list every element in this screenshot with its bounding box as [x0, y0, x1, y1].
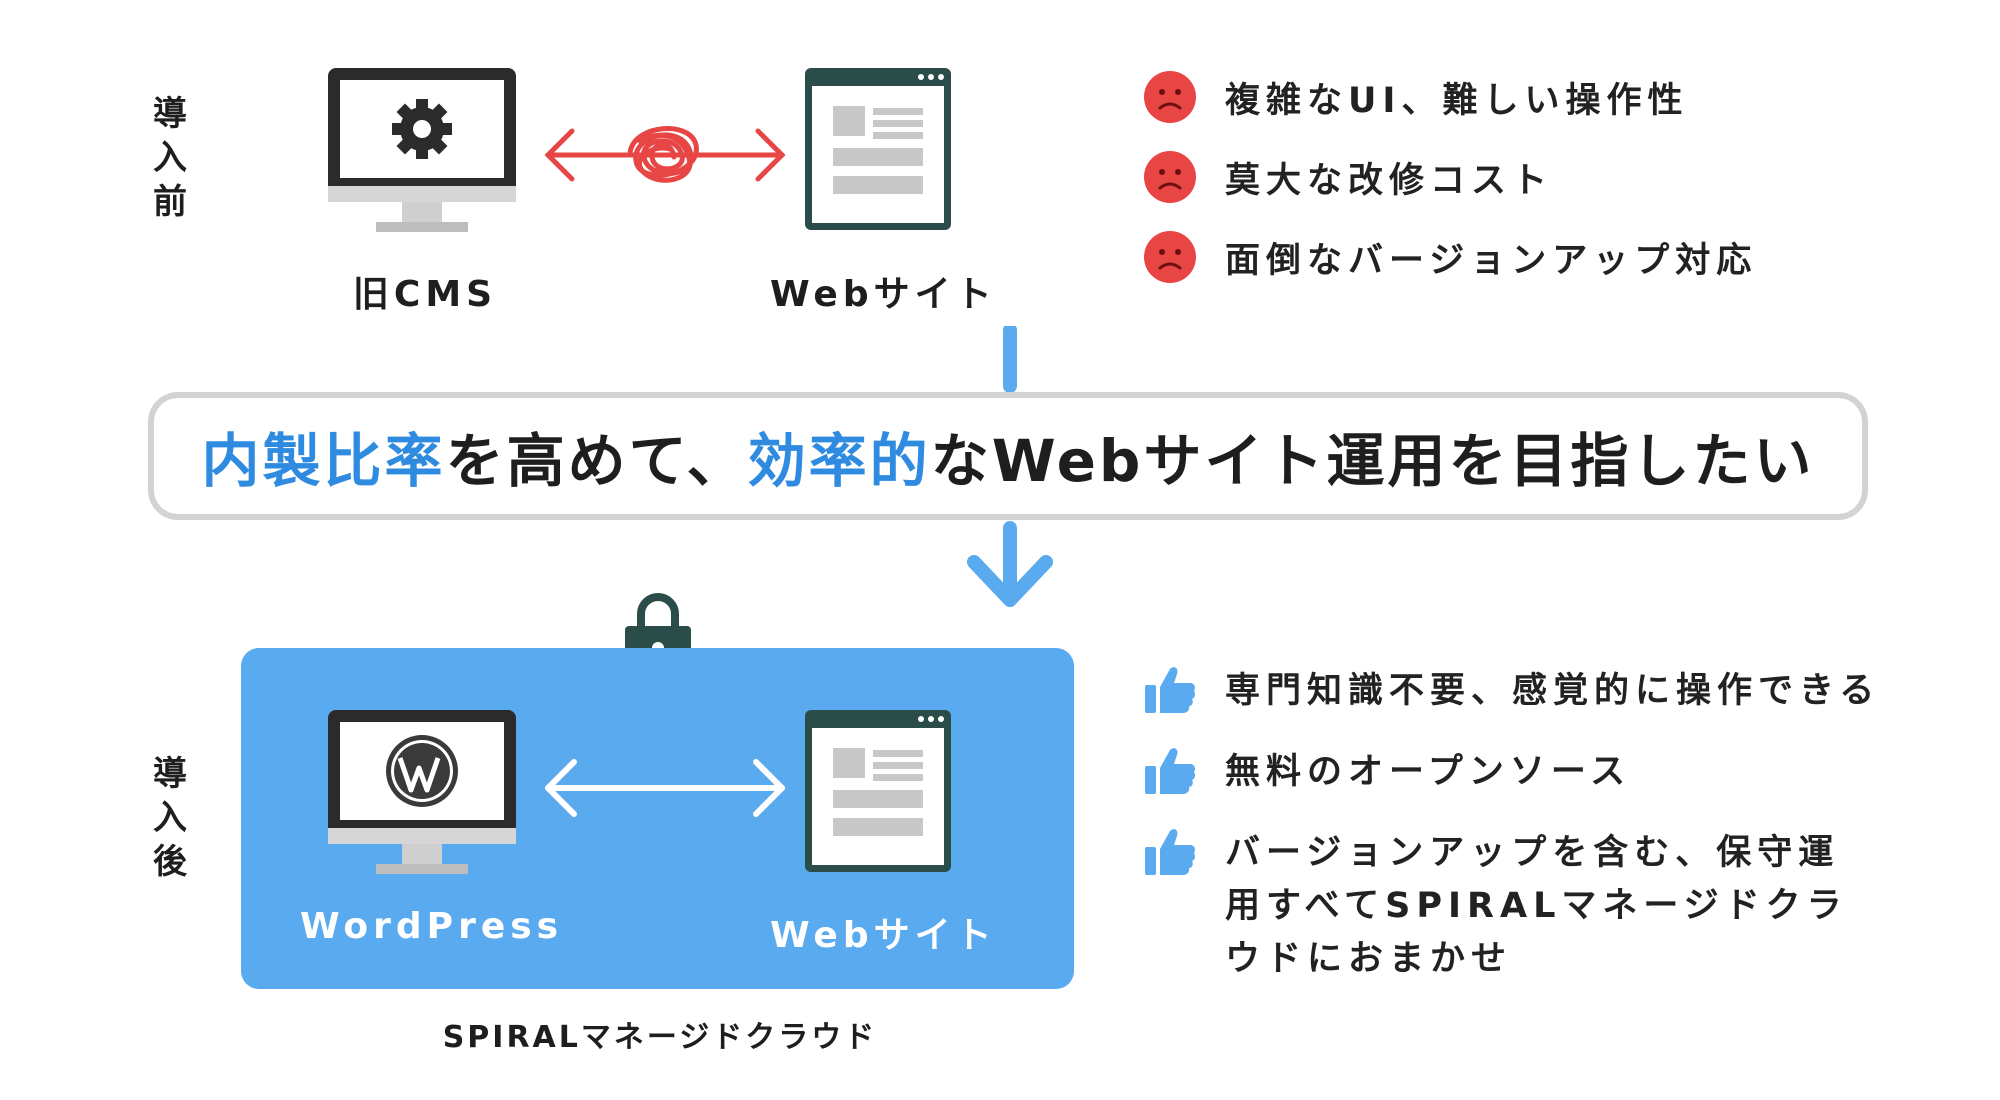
before-label: 導入前	[153, 94, 187, 222]
problem-item: 面倒なバージョンアップ対応	[1143, 230, 1757, 284]
sad-face-icon	[1144, 151, 1196, 203]
wordpress-monitor-icon	[328, 710, 516, 874]
tangled-arrow-icon	[544, 126, 786, 183]
gear-icon	[392, 99, 452, 159]
before-website-caption: Webサイト	[770, 274, 997, 315]
benefits-list: 専門知識不要、感覚的に操作できる 無料のオープンソース バージョンアップを含む、…	[1143, 665, 1923, 986]
benefit-item: 専門知識不要、感覚的に操作できる	[1143, 665, 1923, 718]
before-website-window-icon	[805, 68, 951, 230]
managed-cloud-caption: SPIRALマネージドクラウド	[442, 1020, 878, 1055]
goal-text: 内製比率を高めて、効率的なWebサイト運用を目指したい	[201, 427, 1815, 495]
old-cms-monitor-icon	[328, 68, 516, 232]
thumbs-up-icon	[1145, 667, 1196, 713]
thumbs-up-icon	[1145, 748, 1196, 794]
problems-list: 複雑なUI、難しい操作性 莫大な改修コスト 面倒なバージョンアップ対応	[1143, 70, 1757, 284]
problem-item: 莫大な改修コスト	[1143, 150, 1757, 204]
benefit-item: 無料のオープンソース	[1143, 746, 1923, 799]
sad-face-icon	[1144, 231, 1196, 283]
old-cms-caption: 旧CMS	[352, 274, 498, 315]
after-label: 導入後	[153, 754, 187, 882]
wordpress-logo-icon	[386, 735, 458, 807]
sad-face-icon	[1144, 71, 1196, 123]
flow-down-arrow-icon	[967, 326, 1053, 607]
double-arrow-icon	[545, 759, 785, 817]
after-website-caption: Webサイト	[770, 915, 997, 956]
wordpress-caption: WordPress	[300, 906, 564, 947]
problem-item: 複雑なUI、難しい操作性	[1143, 70, 1757, 124]
benefit-item: バージョンアップを含む、保守運用すべてSPIRALマネージドクラウドにおまかせ	[1143, 827, 1923, 986]
thumbs-up-icon	[1145, 829, 1196, 875]
goal-banner: 内製比率を高めて、効率的なWebサイト運用を目指したい	[148, 392, 1868, 520]
after-website-window-icon	[805, 710, 951, 872]
